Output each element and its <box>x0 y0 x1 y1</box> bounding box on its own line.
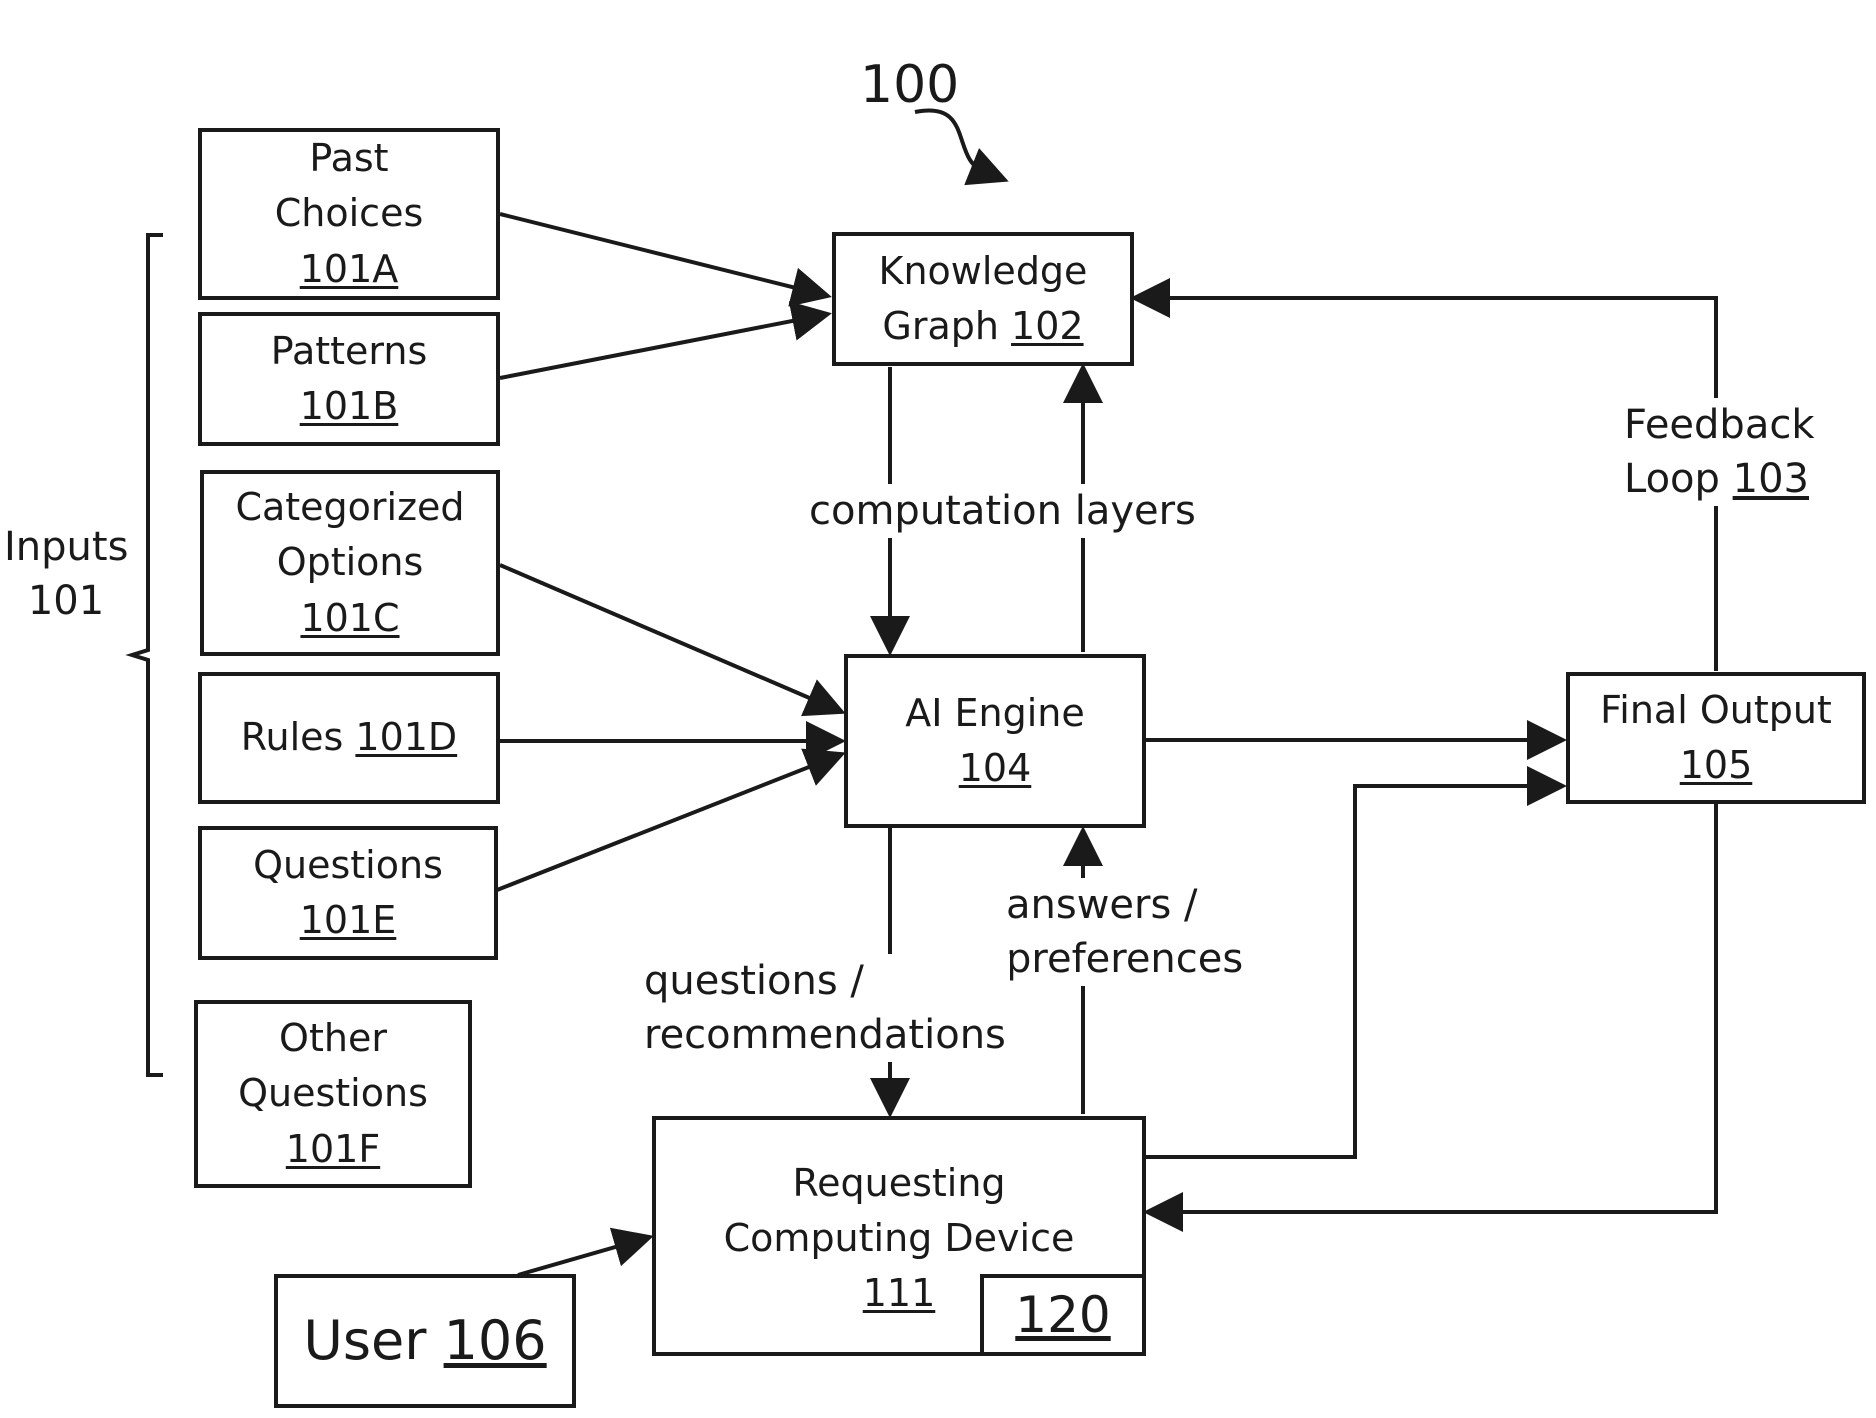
inputs-group-label: Inputs 101 <box>4 520 128 628</box>
inputs-label-line1: Inputs <box>4 520 128 574</box>
questions-recommendations-line1: questions / <box>644 954 1006 1008</box>
patterns-ref: 101B <box>300 379 399 434</box>
questions-ref: 101E <box>300 893 397 948</box>
rules-ref: 101D <box>355 715 457 759</box>
ai-engine-ref: 104 <box>959 741 1032 796</box>
requesting-device-line2: Computing Device <box>724 1211 1075 1266</box>
figure-number: 100 <box>860 50 959 120</box>
device-component-ref: 120 <box>1015 1279 1110 1352</box>
requesting-device-ref: 111 <box>863 1266 936 1321</box>
categorized-options-box: Categorized Options 101C <box>200 470 500 656</box>
questions-box: Questions 101E <box>198 826 498 960</box>
feedback-loop-label: Feedback Loop 103 <box>1620 398 1819 506</box>
categorized-options-ref: 101C <box>300 591 399 646</box>
questions-recommendations-line2: recommendations <box>644 1008 1006 1062</box>
answers-line1: answers / <box>1006 878 1243 932</box>
final-output-ref: 105 <box>1680 738 1753 793</box>
user-label: User 106 <box>303 1302 546 1380</box>
edge-questions-to-ai-engine <box>497 754 842 890</box>
feedback-loop-line1: Feedback <box>1624 398 1815 452</box>
answers-line2: preferences <box>1006 932 1243 986</box>
categorized-options-line1: Categorized <box>235 480 464 535</box>
knowledge-graph-box: Knowledge Graph 102 <box>832 232 1134 366</box>
requesting-device-line1: Requesting <box>792 1156 1005 1211</box>
answers-preferences-label: answers / preferences <box>1002 878 1247 986</box>
user-ref: 106 <box>444 1309 547 1372</box>
edge-patterns-to-knowledge-graph <box>500 314 828 378</box>
device-component-box: 120 <box>980 1274 1146 1356</box>
figure-number-arrow <box>915 110 1005 180</box>
edge-final-output-to-device <box>1147 804 1716 1212</box>
patterns-line1: Patterns <box>271 324 428 379</box>
edge-past-choices-to-knowledge-graph <box>500 214 828 296</box>
patterns-box: Patterns 101B <box>198 312 500 446</box>
past-choices-line1: Past <box>309 131 388 186</box>
questions-recommendations-label: questions / recommendations <box>640 954 1010 1062</box>
final-output-line1: Final Output <box>1600 683 1832 738</box>
user-box: User 106 <box>274 1274 576 1408</box>
categorized-options-line2: Options <box>277 535 424 590</box>
knowledge-graph-line1: Knowledge <box>879 244 1088 299</box>
ai-engine-line1: AI Engine <box>905 686 1085 741</box>
other-questions-line2: Questions <box>238 1066 428 1121</box>
inputs-label-line2: 101 <box>4 574 128 628</box>
feedback-loop-line2: Loop 103 <box>1624 452 1815 506</box>
other-questions-line1: Other <box>279 1011 387 1066</box>
past-choices-box: Past Choices 101A <box>198 128 500 300</box>
other-questions-ref: 101F <box>286 1122 380 1177</box>
past-choices-line2: Choices <box>275 186 424 241</box>
final-output-box: Final Output 105 <box>1566 672 1866 804</box>
edge-user-to-device <box>518 1237 650 1275</box>
rules-box: Rules 101D <box>198 672 500 804</box>
knowledge-graph-line2: Graph 102 <box>882 299 1083 354</box>
past-choices-ref: 101A <box>300 242 399 297</box>
computation-layers-label: computation layers <box>805 484 1200 538</box>
feedback-loop-ref: 103 <box>1733 456 1809 502</box>
ai-engine-box: AI Engine 104 <box>844 654 1146 828</box>
questions-line1: Questions <box>253 838 443 893</box>
other-questions-box: Other Questions 101F <box>194 1000 472 1188</box>
inputs-bracket <box>132 235 163 1075</box>
knowledge-graph-ref: 102 <box>1011 304 1084 348</box>
edge-categorized-options-to-ai-engine <box>500 565 842 712</box>
rules-label: Rules 101D <box>241 710 457 765</box>
